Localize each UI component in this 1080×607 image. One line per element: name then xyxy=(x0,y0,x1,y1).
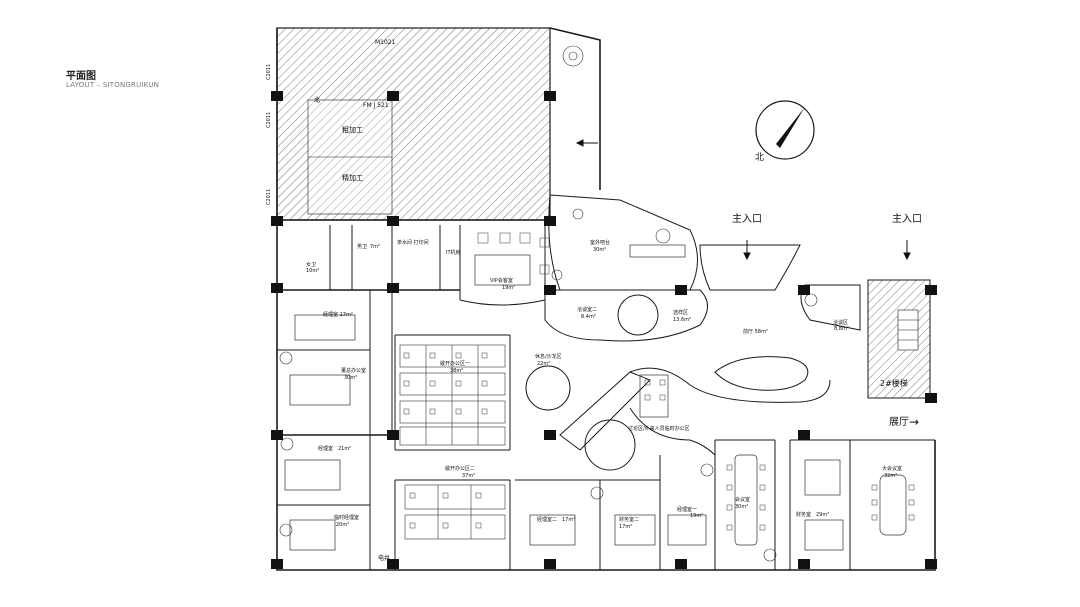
main-entrance-label-2: 主入口 xyxy=(892,213,922,225)
room-label: 20m² xyxy=(336,522,349,528)
room-label: 38m² xyxy=(450,368,463,374)
room-label: 讨论区/外来人员临时办公区 xyxy=(628,425,690,432)
page-subtitle: LAYOUT – SITONGRUIKUN xyxy=(66,81,160,89)
room-label: 董总办公室 xyxy=(341,367,366,374)
room-label: 电井 xyxy=(378,554,390,562)
room-label: 8.8m² xyxy=(834,326,849,332)
room-label: 前厅 58m² xyxy=(743,328,768,335)
room-label: 13.6m² xyxy=(673,317,691,323)
page-title: 平面图 xyxy=(66,71,96,82)
room-label: 17m² xyxy=(619,524,632,530)
meeting-tables xyxy=(284,244,907,551)
room-label: 7m² xyxy=(370,244,380,250)
workshop-area xyxy=(276,27,551,221)
room-label: 财务室 xyxy=(796,511,811,518)
room-labels: 女卫 10m² 男卫 7m² 茶水间 打印间 IT机房 VIP会客室 19m² … xyxy=(306,239,902,530)
room-label: IT机房 xyxy=(446,249,461,256)
room-label: 洽谈室二 xyxy=(577,306,597,313)
exhibition-arrow-icon: → xyxy=(909,415,919,429)
room-label: 男卫 xyxy=(357,244,367,250)
room-label: 财务室二 xyxy=(619,516,639,523)
room-label: 敞开办公区一 xyxy=(440,360,470,367)
north-arrow-label: 北 xyxy=(755,152,764,163)
window-code-3: C2011 xyxy=(266,189,272,205)
room-label: 临时经理室 xyxy=(334,514,359,521)
room-label: 女卫 xyxy=(306,261,316,268)
room-label: 30m² xyxy=(593,247,606,253)
stair-well xyxy=(867,279,931,399)
interior-walls xyxy=(277,225,935,570)
open-office-desks-2 xyxy=(404,484,506,540)
room-label: 休息/沙龙区 xyxy=(535,353,562,360)
structural-columns xyxy=(271,91,937,569)
room-label: 32m² xyxy=(884,473,897,479)
room-label: 洽谈区 xyxy=(833,319,848,326)
room-label: 30m² xyxy=(735,504,748,510)
room-label: 2#楼梯 xyxy=(880,378,908,388)
chairs xyxy=(403,232,915,531)
room-label: 10m² xyxy=(306,268,319,274)
room-label: 19m² xyxy=(690,513,703,519)
room-label: 精加工 xyxy=(342,173,363,182)
room-label: 粗加工 xyxy=(342,125,363,134)
door-code-top: M1021 xyxy=(375,39,396,46)
exhibition-label: 展厅 xyxy=(889,416,909,428)
room-label: VIP会客室 xyxy=(490,277,513,284)
room-label: 30m² xyxy=(344,375,357,381)
open-office-desks-1 xyxy=(399,344,506,446)
north-small-label: 北 xyxy=(314,96,320,104)
main-entrance-label-1: 主入口 xyxy=(732,213,762,225)
window-code-2: C2011 xyxy=(266,112,272,128)
plants xyxy=(279,45,818,562)
room-label: 会议室 xyxy=(735,496,750,503)
room-label: 选样区 xyxy=(673,309,688,316)
window-code-1: C2011 xyxy=(266,64,272,80)
north-arrow-icon xyxy=(755,100,815,160)
outer-walls xyxy=(276,27,936,571)
room-label: 茶水间 打印间 xyxy=(397,239,429,246)
door-code-mid: FM J 521 xyxy=(363,102,389,109)
room-label: 8.4m² xyxy=(581,314,596,320)
room-label: 敞开办公区二 xyxy=(445,465,475,472)
room-label: 经理室二 xyxy=(537,516,557,523)
room-label: 大会议室 xyxy=(882,465,902,472)
entrance-arrow-icon xyxy=(575,139,911,261)
room-label: 经理室 17m² xyxy=(323,311,353,318)
room-label: 21m² xyxy=(338,446,351,452)
room-label: 经理室一 xyxy=(677,506,697,513)
reception-curves xyxy=(525,194,861,471)
room-label: 17m² xyxy=(562,517,575,523)
room-label: 22m² xyxy=(537,361,550,367)
room-label: 37m² xyxy=(462,473,475,479)
room-label: 19m² xyxy=(502,285,515,291)
room-label: 经理室 xyxy=(318,445,333,452)
room-label: 29m² xyxy=(816,512,829,518)
room-label: 室外吧台 xyxy=(590,239,610,246)
